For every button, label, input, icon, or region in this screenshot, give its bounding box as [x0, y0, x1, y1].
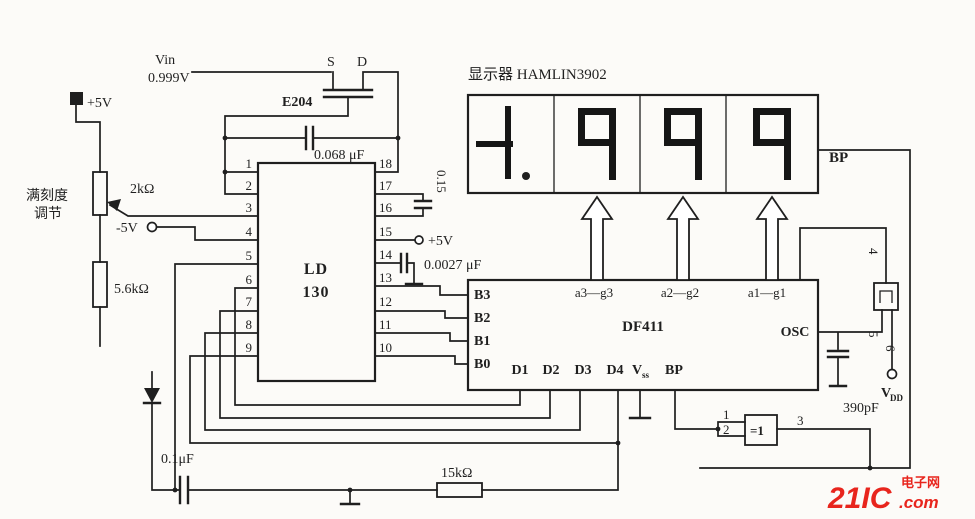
- crystal-body: [873, 282, 899, 311]
- bus-arrow-icon: [580, 195, 614, 281]
- bus-arrow-icon: [755, 195, 789, 281]
- crystal-pin4: 4: [866, 248, 881, 255]
- ld130-pin: 15: [379, 224, 392, 239]
- watermark: 电子网 21IC .com: [827, 475, 940, 515]
- drain-label: D: [357, 55, 367, 70]
- ld130-pin: 11: [379, 317, 392, 332]
- ld130-pin: 3: [246, 200, 253, 215]
- display-digits: [476, 106, 791, 180]
- ground-symbols: [339, 282, 848, 506]
- ld130-chip-body: [256, 161, 377, 383]
- fullscale-label-line2: 调节: [34, 206, 62, 222]
- minus5v-label: -5V: [116, 221, 138, 236]
- df411-b-pin: B3: [474, 288, 490, 303]
- plus5v-left-label: +5V: [87, 96, 112, 111]
- vdd-subscript: DD: [890, 393, 903, 403]
- df411-osc-label: OSC: [781, 325, 810, 340]
- plus5v-right-label: +5V: [428, 234, 453, 249]
- plus5v-pad: [70, 92, 83, 105]
- df411-name: DF411: [622, 319, 664, 335]
- display-body: [466, 93, 820, 195]
- watermark-site: 电子网: [901, 475, 940, 490]
- ld130-pin: 18: [379, 156, 392, 171]
- cap-osc-value: 390pF: [843, 401, 879, 416]
- crystal-pin6: 6: [883, 345, 898, 352]
- df411-vss-label: V: [632, 363, 642, 378]
- wiper-arrowhead-icon: [107, 199, 121, 211]
- digit-nine: [664, 108, 702, 180]
- watermark-brand: 21IC: [827, 482, 893, 515]
- ld130-pin: 7: [246, 294, 253, 309]
- ld130-pin: 6: [246, 272, 253, 287]
- source-label: S: [327, 55, 335, 70]
- ld130-pin: 2: [246, 178, 253, 193]
- df411-digit-pin: D2: [542, 363, 559, 378]
- cap-ref-value: 0.15: [434, 170, 449, 193]
- vin-label: Vin: [155, 53, 175, 68]
- capacitor-plates: [178, 125, 850, 505]
- ld130-pin: 1: [246, 156, 253, 171]
- df411-digit-pin: D1: [511, 363, 528, 378]
- resistor-15k-body: [436, 482, 483, 498]
- watermark-tld: .com: [899, 493, 939, 512]
- df411-b-pin: B2: [474, 311, 490, 326]
- gate-pin1: 1: [723, 407, 730, 422]
- gate-pin3: 3: [797, 413, 804, 428]
- ld130-pin: 16: [379, 200, 393, 215]
- gate-label: =1: [750, 423, 764, 438]
- fullscale-label-line1: 满刻度: [26, 188, 68, 204]
- df411-b-pin: B1: [474, 334, 490, 349]
- cap-input-value: 0.068 μF: [314, 148, 365, 163]
- ld130-name-line2: 130: [303, 284, 330, 301]
- df411-digit-pin: D3: [574, 363, 591, 378]
- df411-vss-subscript: ss: [642, 370, 650, 380]
- resistor-15k-value: 15kΩ: [441, 466, 472, 481]
- crystal-inner-mark: [879, 290, 893, 303]
- plus5v-right-terminal: [414, 235, 424, 245]
- minus5v-terminal: [146, 221, 158, 233]
- resistor-5k6-value: 5.6kΩ: [114, 282, 149, 297]
- mosfet-body: [322, 88, 374, 99]
- df411-b-pin: B0: [474, 357, 490, 372]
- cap-bottom-value: 0.1μF: [161, 452, 194, 467]
- vdd-terminal: [886, 368, 898, 380]
- segment-bus-label: a3—g3: [575, 285, 613, 300]
- bus-arrow-icon: [666, 195, 700, 281]
- cap-int-value: 0.0027 μF: [424, 258, 482, 273]
- segment-bus-label: a1—g1: [748, 285, 786, 300]
- segment-bus-label: a2—g2: [661, 285, 699, 300]
- digit-nine: [578, 108, 616, 180]
- gate-pin2: 2: [723, 422, 730, 437]
- ld130-pin: 5: [246, 248, 253, 263]
- ld130-pin: 9: [246, 340, 253, 355]
- df411-digit-pin: D4: [606, 363, 623, 378]
- crystal-pin5: 5: [866, 331, 881, 338]
- potentiometer-body: [92, 171, 108, 216]
- ld130-name-line1: LD: [304, 261, 328, 278]
- display-bp-label: BP: [829, 150, 848, 166]
- ld130-pin: 4: [246, 224, 253, 239]
- ld130-pin: 12: [379, 294, 392, 309]
- vdd-label: V: [881, 386, 891, 401]
- ld130-pin: 8: [246, 317, 253, 332]
- circuit-wiring: [75, 71, 911, 505]
- ld130-pin: 13: [379, 270, 392, 285]
- resistor-5k6-body: [92, 261, 108, 308]
- ld130-pin: 10: [379, 340, 392, 355]
- display-title: 显示器 HAMLIN3902: [468, 67, 607, 83]
- junction-dots: [172, 135, 873, 493]
- diode-icon: [144, 388, 160, 403]
- ld130-pin: 14: [379, 247, 393, 262]
- digit-nine: [753, 108, 791, 180]
- segment-bus-arrows: [580, 195, 789, 281]
- pot-value: 2kΩ: [130, 182, 154, 197]
- transistor-name: E204: [282, 95, 312, 110]
- display-digit-dividers: [553, 95, 727, 193]
- df411-chip-body: [466, 278, 820, 392]
- decimal-point: [522, 172, 530, 180]
- vin-value: 0.999V: [148, 71, 190, 86]
- ld130-pin: 17: [379, 178, 393, 193]
- df411-bp-label: BP: [665, 363, 683, 378]
- gate-body: [744, 414, 778, 446]
